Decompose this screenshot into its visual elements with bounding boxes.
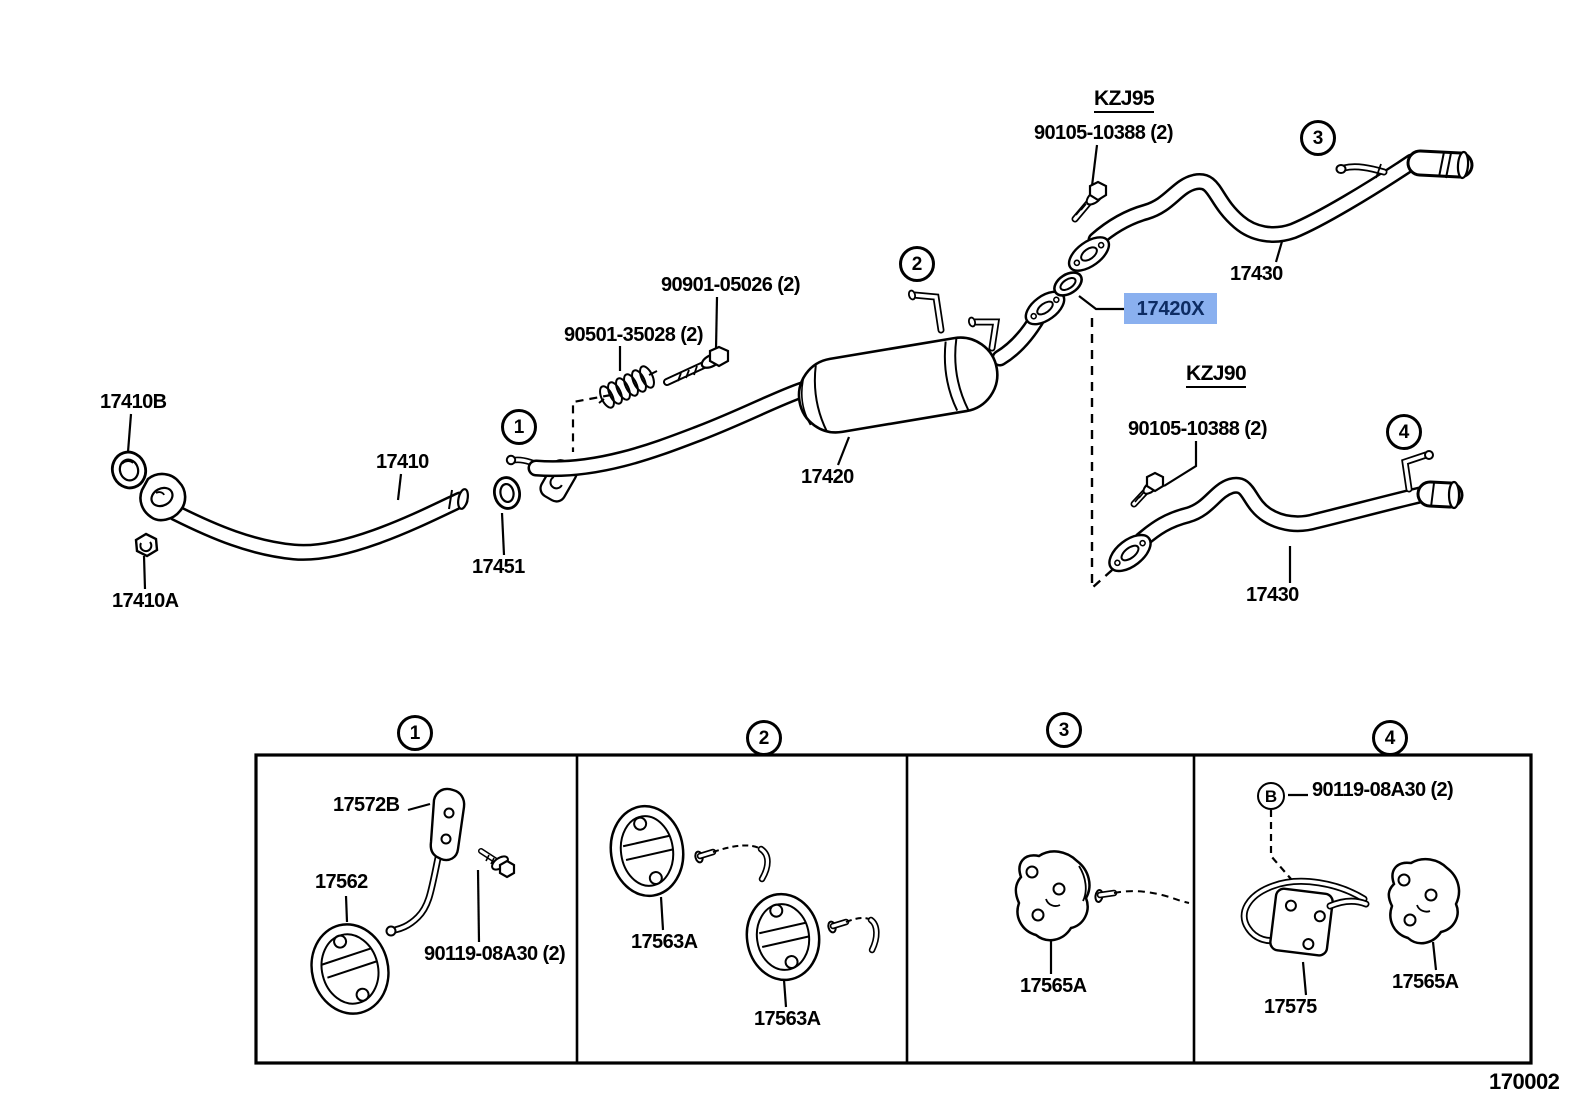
kzj90-bolt-drawing bbox=[1130, 471, 1165, 508]
callout-2-main: 2 bbox=[899, 246, 935, 282]
label-front-nut: 17410A bbox=[112, 590, 179, 612]
label-p4-bolt: 90119-08A30 (2) bbox=[1312, 779, 1454, 801]
label-kzj90-bolt: 90105-10388 (2) bbox=[1128, 418, 1268, 440]
label-p4-hanger: 17565A bbox=[1392, 971, 1459, 993]
callout-4-panel: 4 bbox=[1372, 720, 1408, 756]
label-p2-hanger-lower: 17563A bbox=[754, 1008, 821, 1030]
callout-3-panel: 3 bbox=[1046, 712, 1082, 748]
label-kzj95-tailpipe: 17430 bbox=[1230, 263, 1283, 285]
panel4-drawing bbox=[1240, 857, 1461, 957]
label-p1-bolt: 90119-08A30 (2) bbox=[424, 943, 566, 965]
label-p3-hanger: 17565A bbox=[1020, 975, 1087, 997]
callout-2-panel: 2 bbox=[746, 720, 782, 756]
callout-3-main: 3 bbox=[1300, 120, 1336, 156]
panel2-drawing bbox=[609, 804, 880, 982]
panel1-drawing bbox=[310, 787, 516, 1015]
label-front-gasket: 17410B bbox=[100, 391, 167, 413]
label-p2-hanger-upper: 17563A bbox=[631, 931, 698, 953]
label-center-gasket: 17451 bbox=[472, 556, 525, 578]
label-muffler: 17420 bbox=[801, 466, 854, 488]
panel3-drawing bbox=[1014, 850, 1190, 942]
detail-grid bbox=[254, 753, 1533, 1065]
section-heading-kzj90: KZJ90 bbox=[1186, 363, 1247, 388]
callout-1-main: 1 bbox=[501, 409, 537, 445]
label-kzj95-bolt: 90105-10388 (2) bbox=[1034, 122, 1174, 144]
muffler-bolt-drawing bbox=[663, 345, 730, 386]
nut-17410A-drawing bbox=[134, 532, 159, 558]
callout-1-panel: 1 bbox=[397, 715, 433, 751]
muffler-gasket-drawing bbox=[1053, 271, 1083, 297]
callout-4-main: 4 bbox=[1386, 414, 1422, 450]
label-kzj90-tailpipe: 17430 bbox=[1246, 584, 1299, 606]
front-pipe-drawing bbox=[139, 472, 469, 561]
callout-b-ref: B bbox=[1257, 782, 1285, 810]
label-muffler-bolt: 90901-05026 (2) bbox=[661, 274, 801, 296]
muffler-drawing bbox=[527, 289, 1066, 478]
gasket-17410B-drawing bbox=[110, 450, 148, 490]
leader-lines bbox=[126, 144, 1438, 1008]
kzj95-bolt-drawing bbox=[1071, 180, 1108, 223]
kzj95-tailpipe-drawing bbox=[1067, 149, 1474, 272]
gasket-17451-drawing bbox=[492, 476, 522, 510]
spring-drawing bbox=[598, 365, 658, 409]
label-p1-bracket: 17572B bbox=[333, 794, 400, 816]
selected-part-label[interactable]: 17420X bbox=[1124, 293, 1217, 324]
label-front-pipe: 17410 bbox=[376, 451, 429, 473]
label-spring: 90501-35028 (2) bbox=[564, 324, 704, 346]
drawing-number: 170002 bbox=[1489, 1069, 1560, 1094]
section-heading-kzj95: KZJ95 bbox=[1094, 88, 1155, 113]
label-p1-hanger: 17562 bbox=[315, 871, 368, 893]
kzj90-tailpipe-drawing bbox=[1108, 450, 1464, 573]
label-p4-bracket: 17575 bbox=[1264, 996, 1317, 1018]
